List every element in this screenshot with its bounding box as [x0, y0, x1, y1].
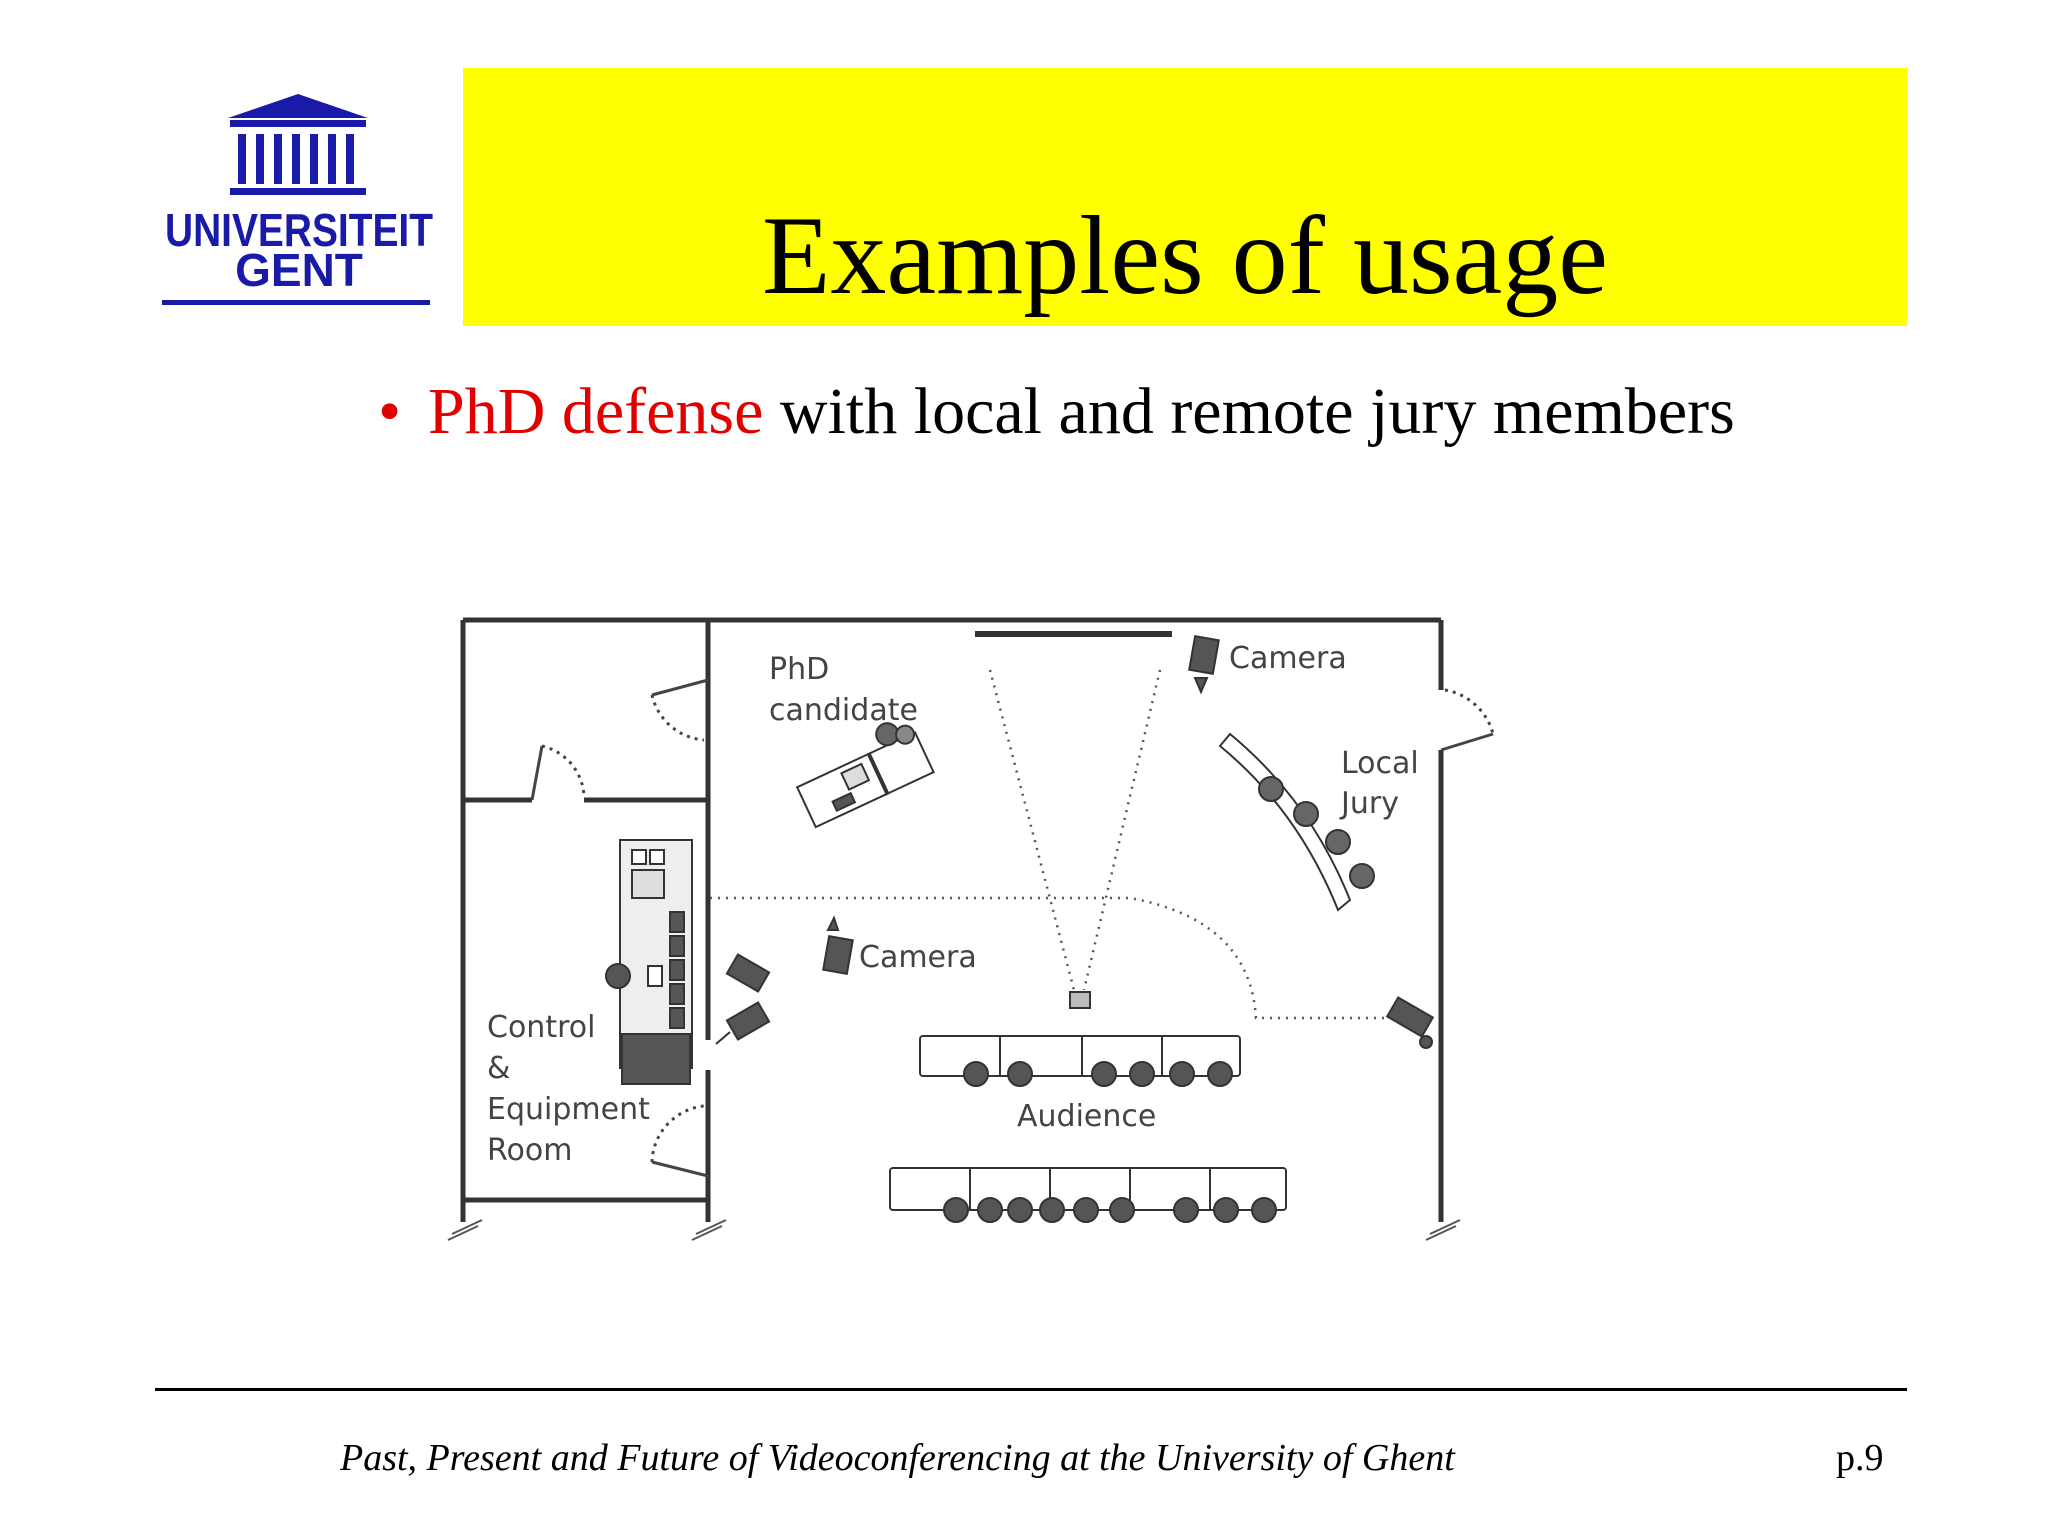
mid-camera-icon	[822, 915, 854, 975]
slide-title: Examples of usage	[762, 194, 1608, 318]
label-jury: Jury	[1339, 786, 1399, 821]
label-local: Local	[1341, 746, 1419, 781]
page-number: p.9	[1836, 1437, 1884, 1479]
bullet-item: • PhD defense with local and remote jury …	[378, 372, 1735, 451]
label-camera-mid: Camera	[859, 940, 977, 975]
title-banner: Examples of usage	[463, 68, 1907, 326]
floor-hatch	[447, 1219, 1461, 1241]
footer-divider	[155, 1388, 1907, 1391]
room-walls	[460, 617, 1444, 1222]
bullet-symbol: •	[378, 375, 402, 448]
logo-line-gent: GENT	[235, 244, 363, 296]
room-floor-plan: PhD candidate Camera Local Jury Camera C…	[447, 617, 1495, 1241]
footer-title: Past, Present and Future of Videoconfere…	[340, 1437, 1455, 1479]
phd-candidate-desk	[795, 722, 935, 829]
bullet-text: with local and remote jury members	[763, 375, 1735, 448]
label-room: Room	[487, 1133, 572, 1168]
camera-area-boundary	[710, 896, 1434, 1020]
label-ampersand: &	[487, 1051, 510, 1086]
audience-row-front	[919, 1035, 1241, 1087]
doors	[530, 678, 1495, 1178]
label-audience: Audience	[1017, 1099, 1156, 1134]
local-jury-desk	[1218, 732, 1375, 912]
label-candidate: candidate	[769, 693, 918, 728]
control-room-cameras	[715, 953, 771, 1045]
logo-line-universiteit: UNIVERSITEIT	[165, 204, 433, 256]
projector-icon	[1069, 991, 1091, 1009]
label-phd: PhD	[769, 652, 829, 687]
bullet-highlight: PhD defense	[428, 375, 764, 448]
audience-row-back	[889, 1167, 1287, 1223]
control-equipment-rack	[605, 839, 693, 1085]
label-equipment: Equipment	[487, 1092, 650, 1127]
university-logo: UNIVERSITEIT GENT	[162, 94, 433, 305]
temple-icon	[228, 94, 368, 195]
label-control: Control	[487, 1010, 595, 1045]
label-camera-top: Camera	[1229, 641, 1347, 676]
right-camera-icon	[1385, 996, 1435, 1049]
logo-underline	[162, 300, 430, 305]
top-camera-icon	[1188, 635, 1220, 695]
projection-beam	[988, 669, 1162, 991]
